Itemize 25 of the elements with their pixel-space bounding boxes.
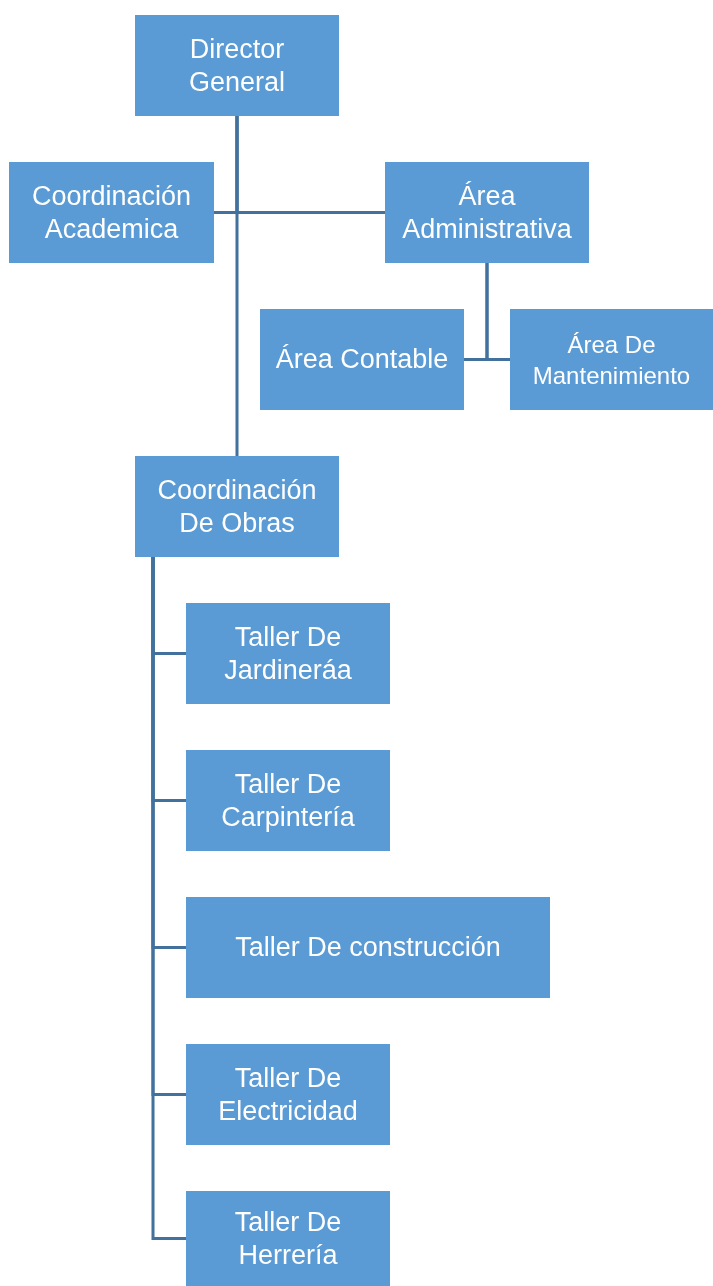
org-box	[510, 309, 713, 410]
org-box	[186, 897, 550, 998]
box-label: Taller De Jardineráa	[223, 620, 353, 687]
connector-line	[485, 263, 510, 361]
box-label: Coordinación Academica	[30, 179, 193, 246]
org-box	[186, 1191, 390, 1286]
connector-line	[235, 116, 239, 456]
box-label: Coordinación De Obras	[156, 473, 318, 540]
box-label: Taller De Electricidad	[217, 1061, 359, 1128]
org-box	[9, 162, 214, 263]
org-box	[186, 603, 390, 704]
org-box	[260, 309, 464, 410]
box-label: Director General	[187, 32, 287, 99]
box-label: Taller De construcción	[235, 931, 501, 964]
connector-line	[151, 557, 186, 1240]
org-box	[135, 456, 339, 557]
box-label: Taller De Carpintería	[220, 767, 356, 834]
org-box	[385, 162, 589, 263]
box-label: Taller De Herrería	[233, 1205, 343, 1272]
org-box	[186, 1044, 390, 1145]
org-box	[186, 750, 390, 851]
box-label: Área Contable	[275, 343, 449, 376]
box-label: Área De Mantenimiento	[531, 329, 692, 391]
box-label: Área Administrativa	[401, 179, 573, 246]
org-box	[135, 15, 339, 116]
